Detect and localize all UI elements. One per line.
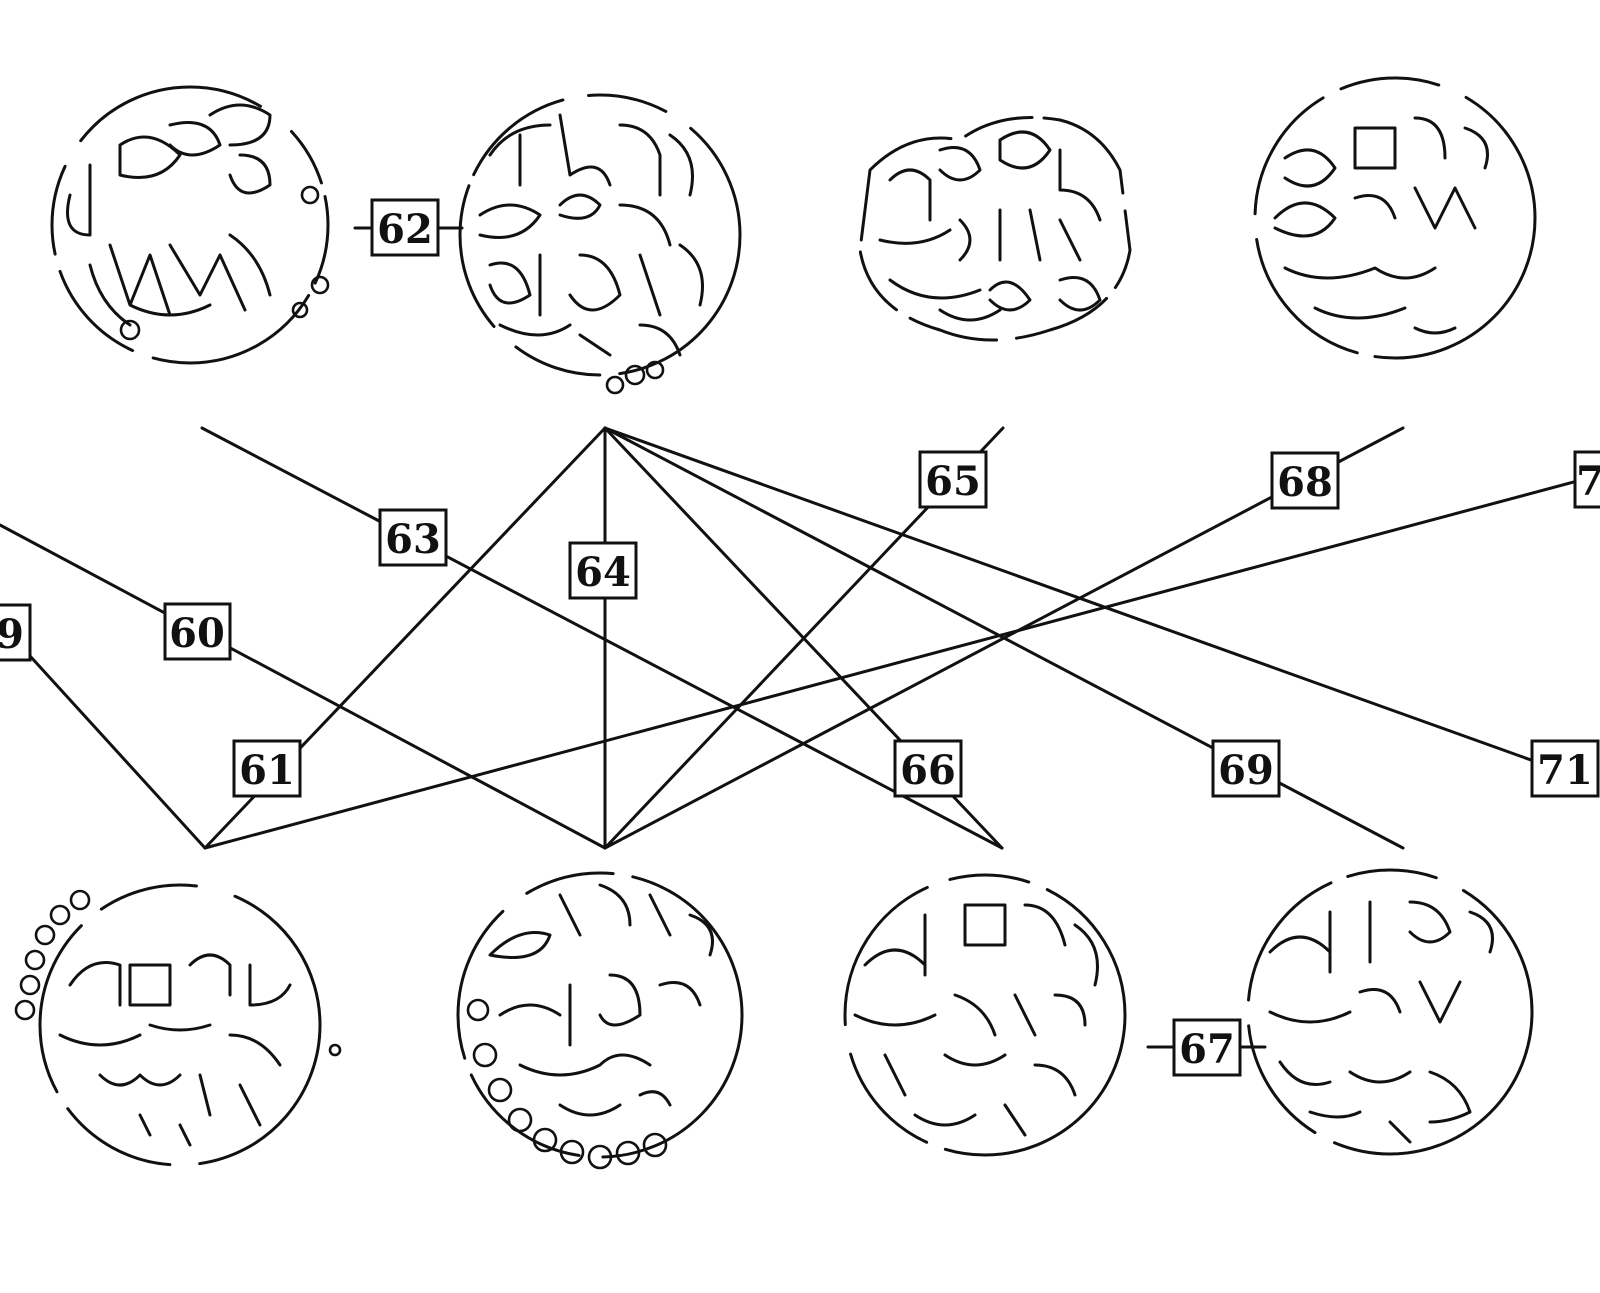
label-63-text: 63: [385, 516, 441, 563]
label-68-text: 68: [1277, 459, 1333, 506]
label-64: 64: [568, 541, 638, 600]
link-line-70: [203, 473, 1600, 850]
label-67: 67: [1172, 1018, 1242, 1077]
label-71-box: [1530, 739, 1600, 798]
coin-top-2: [458, 93, 742, 395]
label-59: 9: [0, 603, 32, 662]
label-59-text: 9: [0, 611, 24, 658]
coin-bottom-4: [1246, 868, 1534, 1156]
label-60-text: 60: [169, 610, 225, 657]
label-63: 63: [378, 508, 448, 567]
label-68-box: [1270, 451, 1340, 510]
label-65-box: [918, 450, 988, 509]
coin-bottom-3: [843, 873, 1127, 1157]
label-60-box: [163, 602, 232, 661]
label-66-text: 66: [900, 747, 956, 794]
label-71-text: 71: [1537, 747, 1593, 794]
label-69: 69: [1211, 739, 1281, 798]
link-lines: [0, 226, 1600, 1049]
label-65: 65: [918, 450, 988, 509]
link-line-59: [18, 643, 207, 850]
label-60: 60: [163, 602, 232, 661]
label-61-box: [232, 739, 302, 798]
label-68: 68: [1270, 451, 1340, 510]
label-62-box: [370, 198, 440, 257]
label-66: 66: [893, 739, 963, 798]
label-70: 7: [1573, 450, 1600, 509]
label-64-text: 64: [575, 549, 631, 596]
label-61: 61: [232, 739, 302, 798]
label-59-box: [0, 603, 32, 662]
label-67-box: [1172, 1018, 1242, 1077]
label-62-text: 62: [377, 206, 433, 253]
label-70-text: 7: [1576, 458, 1600, 505]
label-69-box: [1211, 739, 1281, 798]
link-line-60: [0, 523, 607, 850]
label-70-box: [1573, 450, 1600, 509]
coin-top-1: [50, 85, 330, 365]
label-69-text: 69: [1218, 747, 1274, 794]
label-65-text: 65: [925, 458, 981, 505]
link-line-63: [200, 426, 1004, 850]
label-61-text: 61: [239, 747, 295, 794]
label-71: 71: [1530, 739, 1600, 798]
link-line-71: [603, 426, 1547, 767]
label-64-box: [568, 541, 638, 600]
coin-top-3: [858, 116, 1132, 342]
coin-bottom-2: [456, 871, 744, 1170]
label-66-box: [893, 739, 963, 798]
label-67-text: 67: [1179, 1026, 1235, 1073]
coin-bottom-1: [14, 883, 342, 1167]
label-62: 62: [370, 198, 440, 257]
coin-top-4: [1253, 76, 1537, 360]
label-63-box: [378, 508, 448, 567]
